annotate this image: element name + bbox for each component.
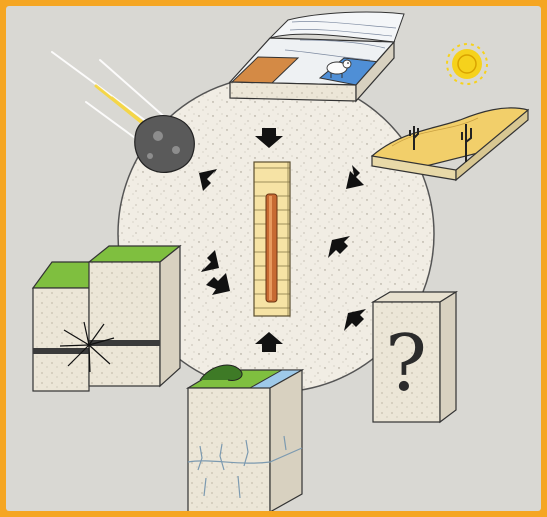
meteorite-icon [52,52,194,172]
desert-block [372,44,528,180]
unknown-block: ? [373,292,456,422]
core-sample [254,162,290,316]
frost-block [188,365,302,511]
geologic-causes-diagram: ? [6,6,541,511]
ice-age-block [230,12,404,101]
question-mark-icon: ? [385,319,427,409]
sun-icon [447,44,487,84]
earthquake-block [33,246,180,391]
figure-frame: ? [6,6,541,511]
